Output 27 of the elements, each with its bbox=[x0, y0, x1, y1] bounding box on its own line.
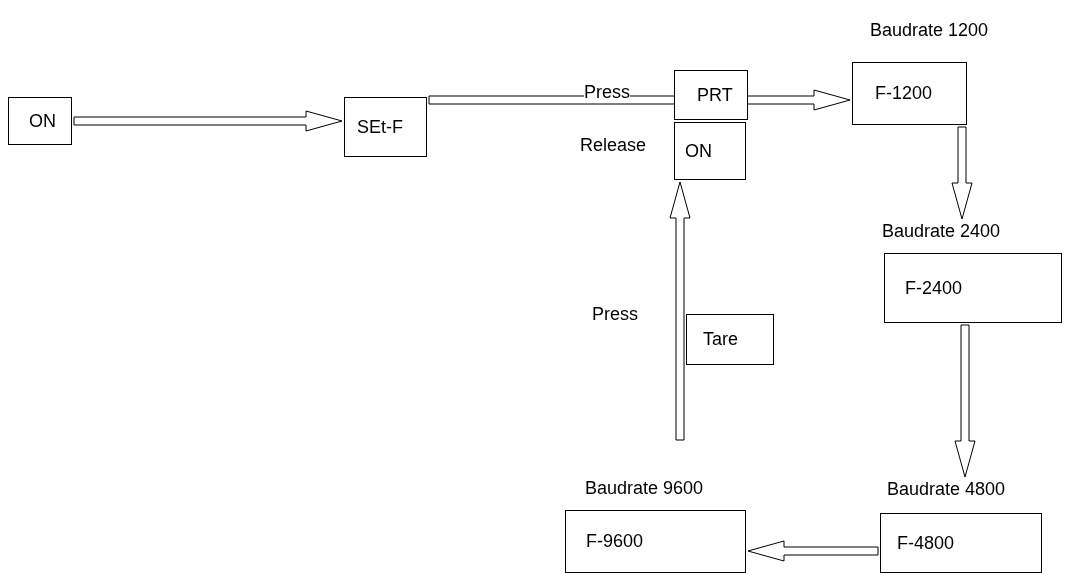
display-text: F-1200 bbox=[875, 83, 933, 104]
display-box bbox=[852, 62, 967, 125]
baudrate-caption: Baudrate 9600 bbox=[585, 478, 704, 499]
display-text: ON bbox=[685, 140, 712, 162]
block-arrow bbox=[747, 540, 879, 562]
display-text: SEt-F bbox=[357, 116, 403, 138]
display-text: F-9600 bbox=[586, 531, 644, 552]
display-text: F-2400 bbox=[905, 277, 963, 299]
block-arrow bbox=[951, 126, 973, 220]
display-text: ON bbox=[29, 110, 56, 132]
display-box bbox=[565, 510, 746, 573]
block-arrow bbox=[73, 110, 343, 132]
display-text: Tare bbox=[703, 329, 738, 350]
display-box bbox=[344, 97, 427, 157]
baudrate-caption: Baudrate 1200 bbox=[870, 20, 989, 41]
baudrate-caption: Baudrate 2400 bbox=[882, 221, 1001, 242]
baudrate-caption: Baudrate 4800 bbox=[887, 479, 1006, 500]
display-box bbox=[880, 513, 1042, 573]
display-box bbox=[884, 253, 1062, 323]
display-text: F-4800 bbox=[897, 532, 955, 554]
display-box bbox=[674, 122, 746, 180]
block-arrow bbox=[669, 181, 691, 441]
display-text: PRT bbox=[697, 84, 733, 106]
block-arrow bbox=[954, 324, 976, 478]
display-box bbox=[674, 70, 748, 120]
display-box bbox=[686, 314, 774, 365]
display-box bbox=[8, 97, 72, 145]
